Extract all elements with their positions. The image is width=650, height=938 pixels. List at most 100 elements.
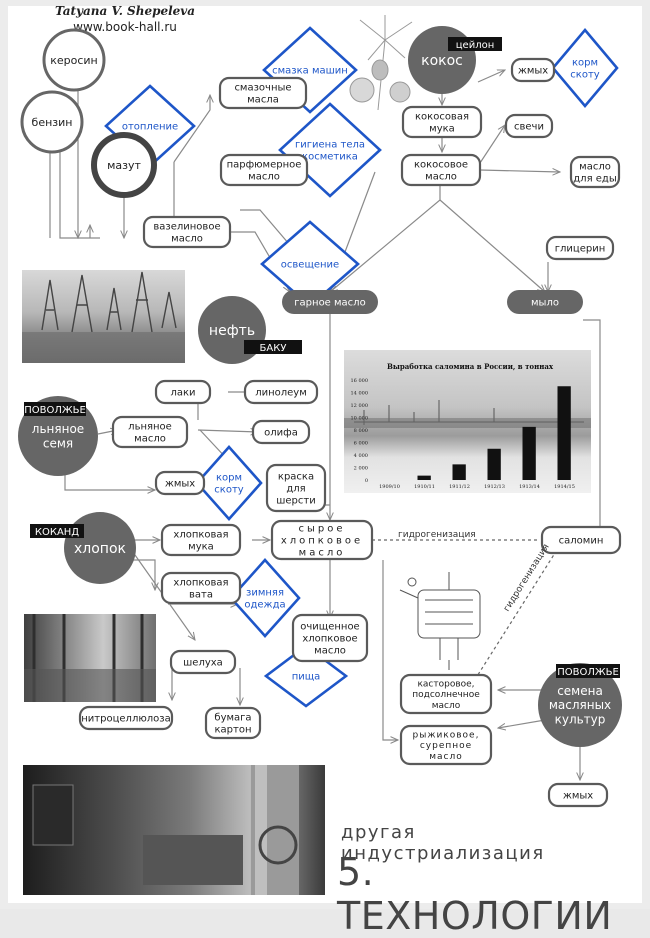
node-kastor-text: подсолнечное xyxy=(412,690,480,700)
node-ochisch-text: очищенное xyxy=(300,622,359,633)
factory-machine-photo xyxy=(23,765,325,895)
node-vazelin-text: масло xyxy=(171,234,203,245)
node-box xyxy=(400,153,482,187)
chart-ytick-label: 6 000 xyxy=(354,441,368,447)
diamond-osveschenie-text: освещение xyxy=(281,260,339,271)
node-kokos_muka-text: мука xyxy=(429,124,455,135)
chart-xtick-label: 1910/11 xyxy=(414,484,435,490)
author-label: Tatyana V. Shepeleva xyxy=(54,4,196,18)
node-semena-text: семена xyxy=(557,684,603,698)
node-syroe-text: сырое xyxy=(298,524,345,535)
region-tag-povolzhie1: ПОВОЛЖЬЕ xyxy=(24,402,86,416)
main-title-text: 5. ТЕХНОЛОГИИ xyxy=(337,850,613,938)
node-box xyxy=(160,523,242,557)
node-hlop_vata-text: вата xyxy=(189,590,213,601)
chart-ytick-label: 14 000 xyxy=(351,391,369,397)
node-kastor-text: масло xyxy=(432,701,461,711)
flow-arrow xyxy=(498,719,546,728)
node-linoleum: линолеум xyxy=(243,379,319,405)
node-mylo: мыло xyxy=(507,290,583,314)
node-benzin-text: бензин xyxy=(32,116,73,129)
flow-arrow xyxy=(60,140,100,239)
node-box xyxy=(142,215,232,249)
node-box xyxy=(510,57,556,83)
chart-ytick-label: 16 000 xyxy=(351,378,369,384)
node-maslo_edy-text: для еды xyxy=(573,174,616,185)
mill-interior-photo xyxy=(24,614,156,702)
hydrogenation-reactor-icon xyxy=(399,572,481,670)
node-kraska-text: краска xyxy=(278,472,314,483)
node-box xyxy=(160,571,242,605)
node-lnyanoe_maslo-text: масло xyxy=(134,434,166,445)
chart-bar-1912/13 xyxy=(487,448,501,480)
node-svechi-text: свечи xyxy=(514,122,544,133)
node-box xyxy=(282,290,378,314)
node-box xyxy=(547,782,609,808)
chart-xtick-label: 1909/10 xyxy=(379,484,400,490)
node-zhmyh_kokos: жмых xyxy=(510,57,556,83)
node-laki-text: лаки xyxy=(170,388,195,399)
node-box xyxy=(251,419,311,445)
oil-field-photo xyxy=(22,270,185,363)
node-kraska-text: шерсти xyxy=(276,496,315,507)
node-semena-text: культур xyxy=(555,713,606,727)
node-svechi: свечи xyxy=(504,113,554,139)
node-kokos_maslo-text: кокосовое xyxy=(414,160,468,171)
node-laki: лаки xyxy=(154,379,212,405)
chart-bar-1913/14 xyxy=(522,426,536,480)
node-syroe-text: хлопковое xyxy=(281,536,363,547)
node-mylo-text: мыло xyxy=(531,298,559,309)
node-circle xyxy=(538,663,622,747)
node-glicerin: глицерин xyxy=(545,235,615,261)
node-parfyum-text: парфюмерное xyxy=(227,160,302,171)
node-kokos: кокос xyxy=(408,26,476,94)
diamond-shape xyxy=(229,558,301,638)
diamond-zimnyaya-text: зимняя xyxy=(246,588,284,599)
diamond-shape xyxy=(551,27,619,109)
region-tag-text: цейлон xyxy=(456,40,495,51)
node-kerosin: керосин xyxy=(42,28,106,92)
node-zhmyh_kokos-text: жмых xyxy=(518,66,548,77)
chart-bar-1911/12 xyxy=(452,464,466,480)
region-tag-kokand: КОКАНД xyxy=(30,524,84,538)
region-tag-bg xyxy=(24,402,86,416)
node-box xyxy=(569,155,621,189)
node-box xyxy=(265,463,327,513)
node-hlop_muka-text: хлопковая xyxy=(173,530,228,541)
node-zhmyh_len-text: жмых xyxy=(165,479,195,490)
node-kokos-text: кокос xyxy=(421,53,463,69)
node-circle xyxy=(91,132,157,198)
node-lnyanoe_seme-text: семя xyxy=(43,436,73,450)
node-box xyxy=(111,415,189,449)
node-sheluha-text: шелуха xyxy=(183,658,223,669)
salomin-chart-panel xyxy=(344,350,591,493)
node-box xyxy=(504,113,554,139)
node-circle xyxy=(20,90,84,154)
node-nitro-text: нитроцеллюлоза xyxy=(81,714,170,725)
node-garnoe: гарное масло xyxy=(282,290,378,314)
flow-arrow xyxy=(382,560,398,740)
node-box xyxy=(154,470,206,496)
node-syroe-text: масло xyxy=(299,548,346,559)
node-hlopok: хлопок xyxy=(64,512,136,584)
node-zhmyh_sem: жмых xyxy=(547,782,609,808)
region-tag-ceylon: цейлон xyxy=(448,37,502,51)
diamond-gigiena-text: гигиена тела xyxy=(295,140,365,151)
chart-xtick-label: 1912/13 xyxy=(484,484,505,490)
website-label: www.book-hall.ru xyxy=(73,20,177,34)
chart-ytick-label: 10 000 xyxy=(351,416,369,422)
subtitle-text: другая индустриализация xyxy=(341,822,545,864)
node-smazochnye-text: масла xyxy=(247,95,279,106)
diamond-korm2-text: скоту xyxy=(214,485,243,496)
region-tag-bg xyxy=(30,524,84,538)
chart-ytick-label: 4 000 xyxy=(354,453,368,459)
